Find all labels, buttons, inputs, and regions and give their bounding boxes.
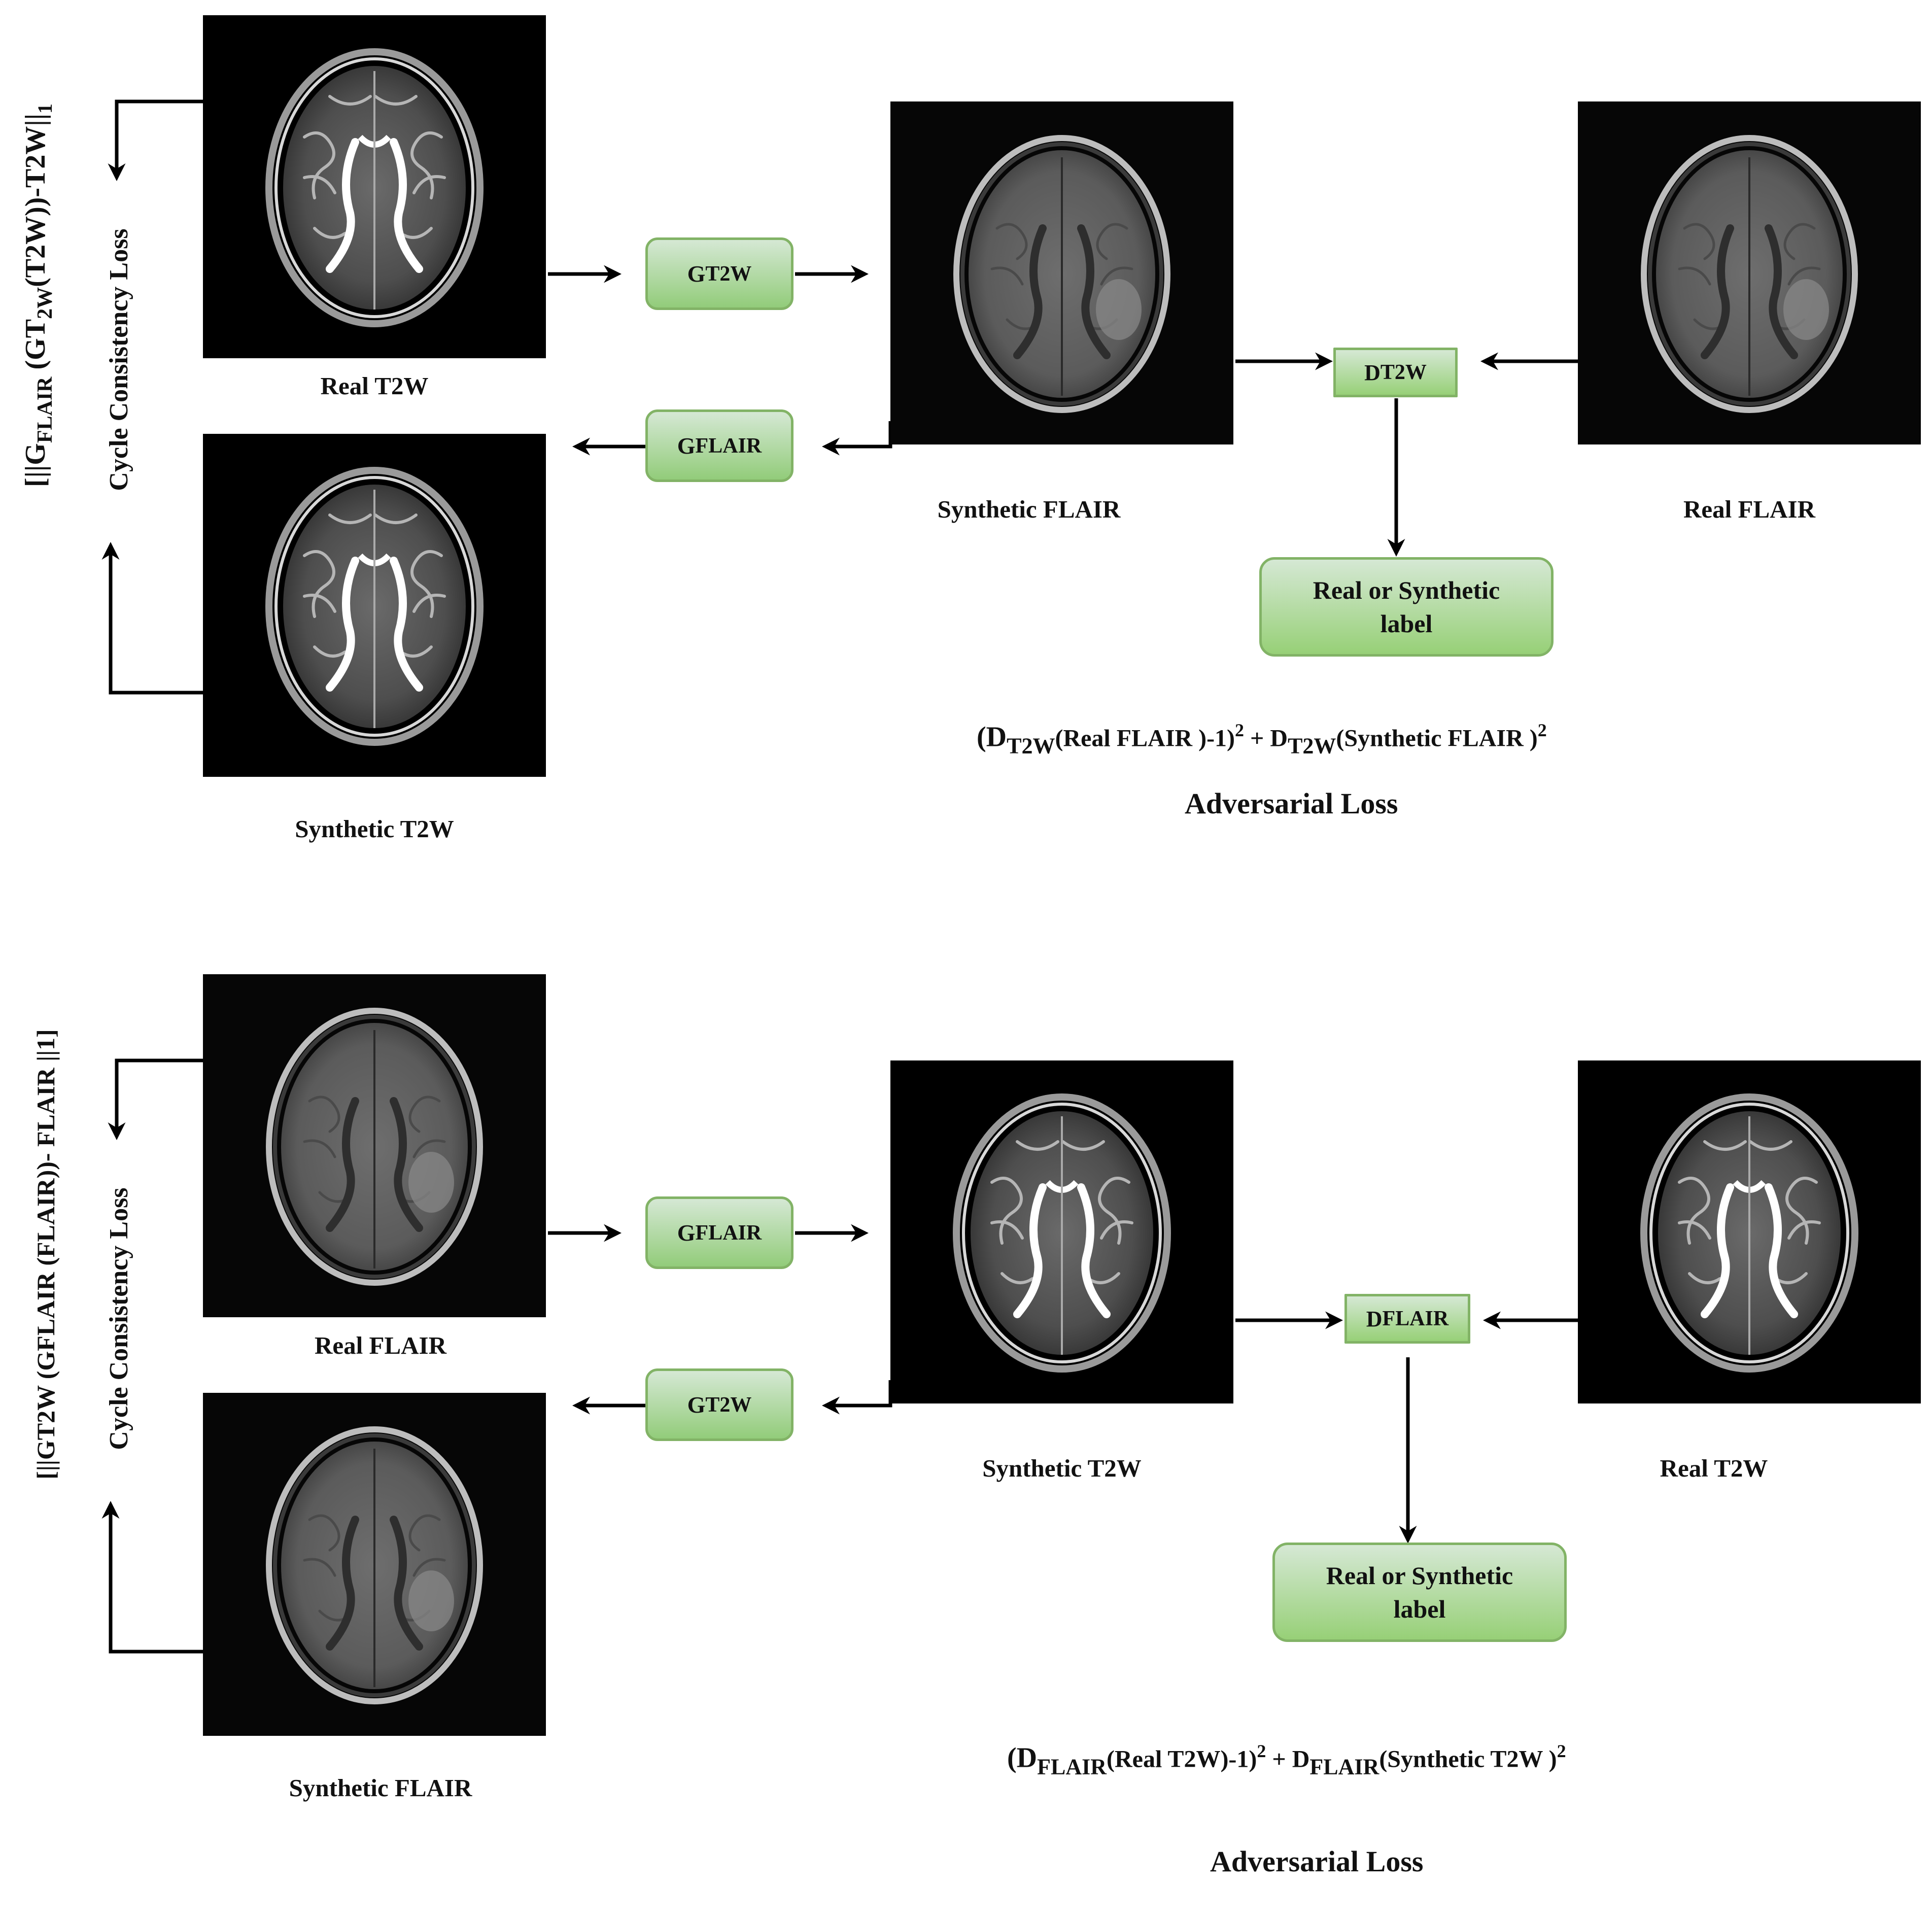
bottom-real-t2w-scan (1578, 1060, 1921, 1403)
top-adversarial-loss-title: Adversarial Loss (1185, 787, 1398, 820)
top-real-t2w-scan (203, 15, 546, 358)
bottom-cycle-loss-title: Cycle Consistency Loss (105, 1187, 133, 1450)
bottom-synthetic-t2w-caption: Synthetic T2W (982, 1454, 1142, 1482)
bottom-cycle-arrow-up (101, 1501, 203, 1654)
bottom-real-flair-caption: Real FLAIR (315, 1331, 446, 1359)
top-synthetic-t2w-caption: Synthetic T2W (295, 815, 454, 843)
top-synthetic-flair-caption: Synthetic FLAIR (937, 495, 1121, 523)
bottom-synthetic-flair-caption: Synthetic FLAIR (289, 1774, 472, 1802)
top-adversarial-formula: (DT2W(Real FLAIR )-1)2 + DT2W(Synthetic … (977, 720, 1547, 759)
bottom-synthetic-t2w-scan (890, 1060, 1233, 1403)
bottom-real-flair-scan (203, 974, 546, 1317)
bottom-arrow-synthetic-to-backward-generator (822, 1380, 892, 1415)
top-real-flair-caption: Real FLAIR (1683, 495, 1815, 523)
flair-to-t2w-cycle-section: [||GT2W (GFLAIR (FLAIR))- FLAIR ||1] Cyc… (0, 959, 1932, 1918)
top-synthetic-t2w-scan (203, 434, 546, 777)
bottom-cycle-arrow-down (108, 1058, 203, 1140)
bottom-real-t2w-caption: Real T2W (1660, 1454, 1768, 1482)
top-flow-arrows (101, 99, 1578, 695)
top-cycle-formula: [||GFLAIR (GT2W(T2W))-T2W||1 (20, 103, 57, 488)
t2w-to-flair-cycle-section: [||GFLAIR (GT2W(T2W))-T2W||1 Cycle Consi… (20, 15, 1921, 843)
top-cycle-arrow-down (108, 99, 203, 181)
bottom-cycle-formula: [||GT2W (GFLAIR (FLAIR))- FLAIR ||1] (31, 1029, 60, 1480)
top-real-t2w-caption: Real T2W (320, 372, 429, 400)
bottom-synthetic-flair-scan (203, 1393, 546, 1736)
top-cycle-arrow-up (101, 542, 203, 695)
top-synthetic-flair-scan (890, 101, 1233, 444)
bottom-adversarial-loss-title: Adversarial Loss (1210, 1845, 1424, 1878)
top-arrow-synthetic-to-backward-generator (822, 421, 892, 456)
bottom-adversarial-formula: (DFLAIR(Real T2W)-1)2 + DFLAIR(Synthetic… (1007, 1741, 1566, 1779)
top-cycle-loss-title: Cycle Consistency Loss (105, 228, 133, 491)
bottom-flow-arrows (101, 1058, 1578, 1654)
top-real-flair-scan (1578, 101, 1921, 444)
